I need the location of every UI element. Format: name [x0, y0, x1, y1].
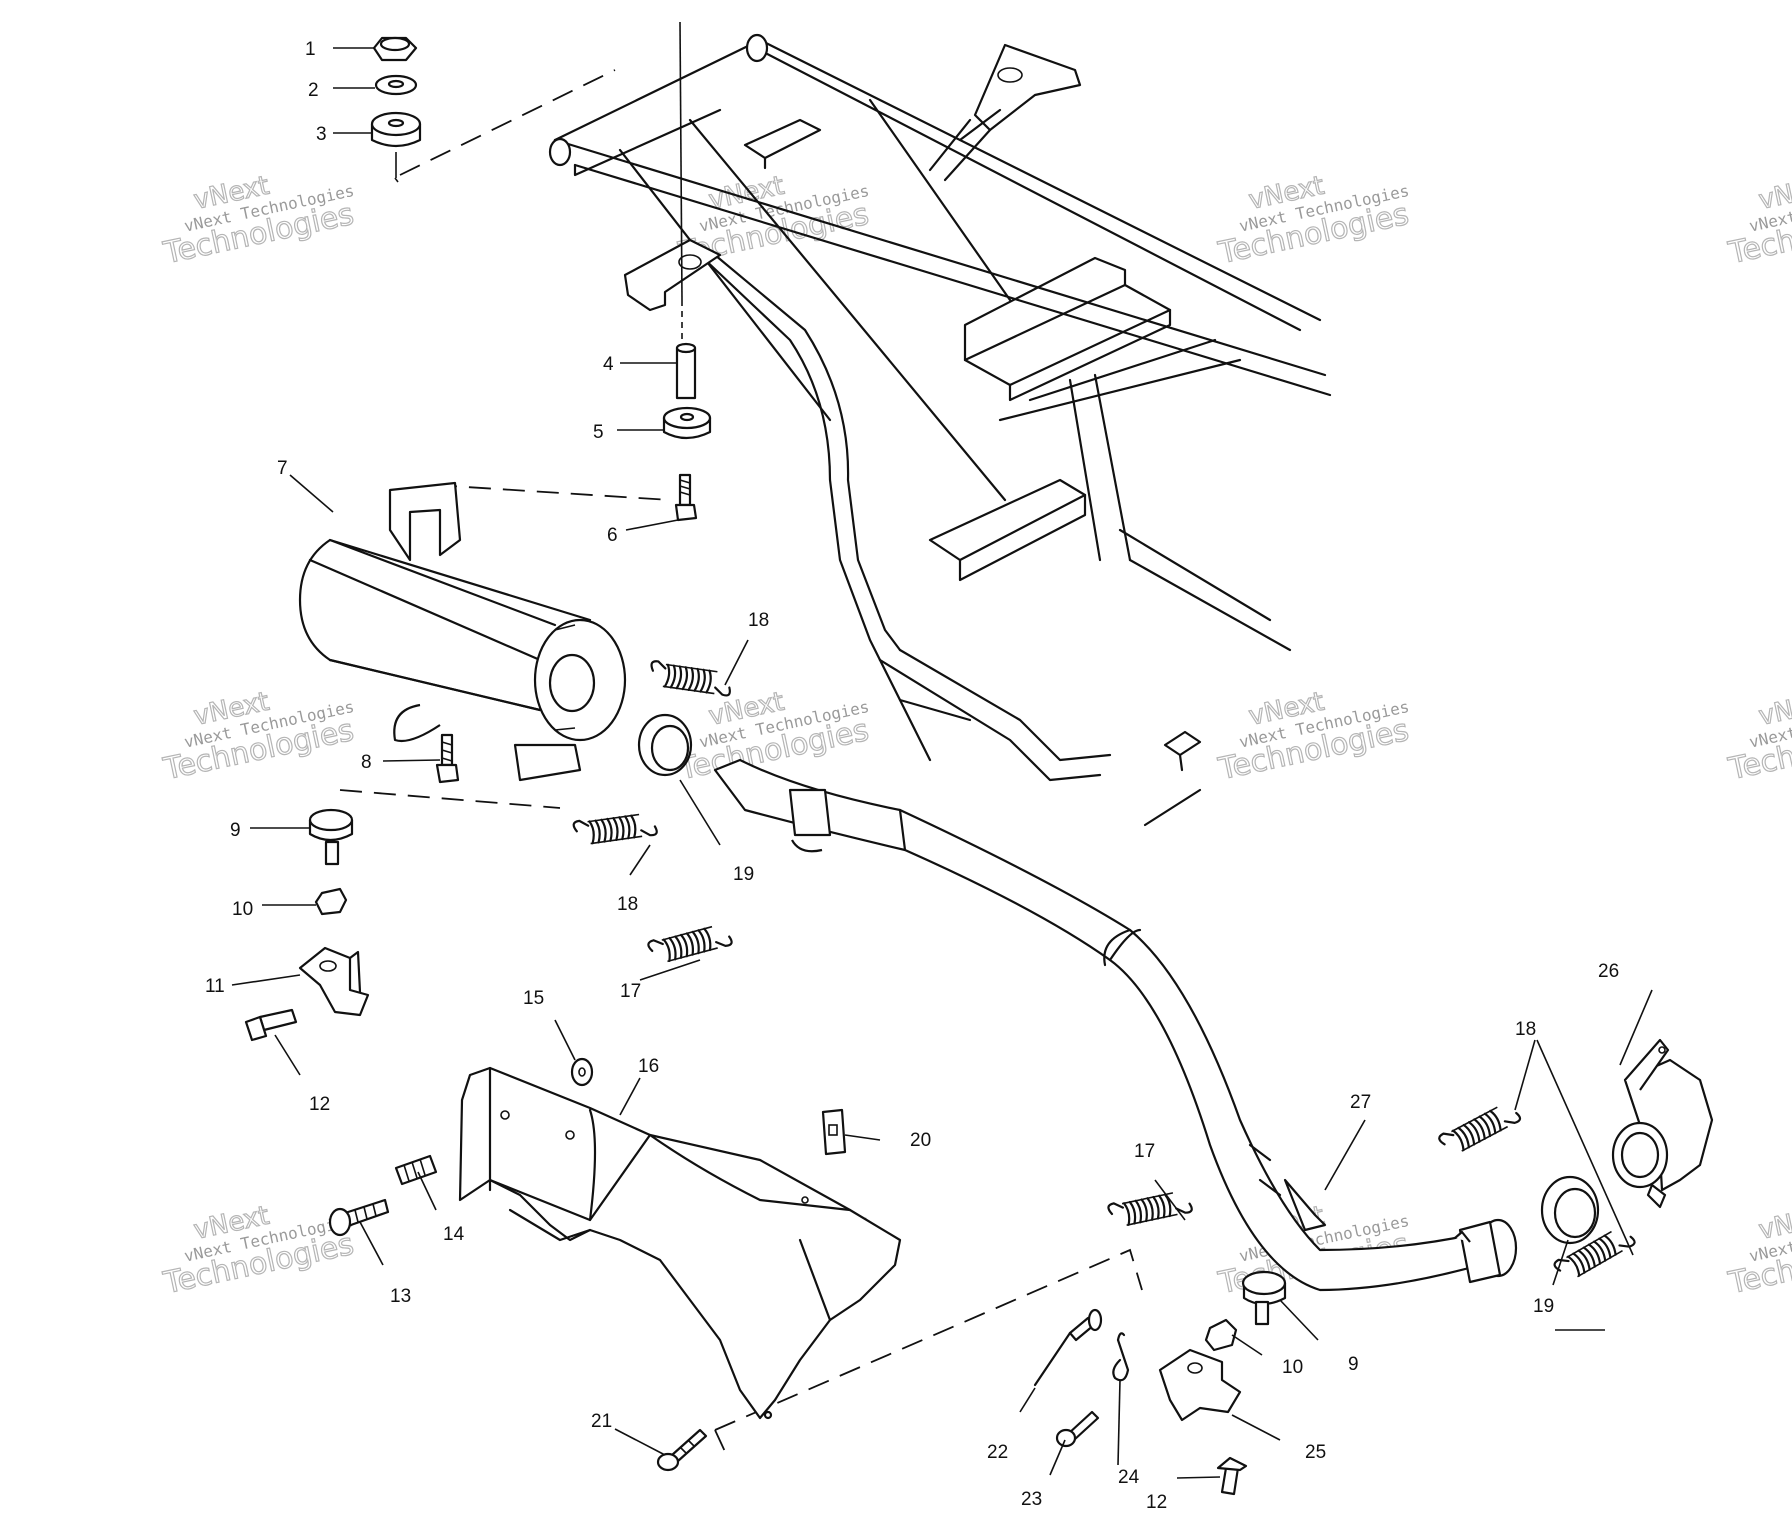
spring-coil	[647, 927, 733, 962]
callout-3: 3	[316, 124, 327, 145]
spring-body	[1121, 1192, 1178, 1226]
spring-18-mid	[572, 813, 658, 845]
spring-18-right	[1438, 1106, 1522, 1152]
spring-body	[1451, 1106, 1509, 1152]
spring-body	[1566, 1230, 1623, 1278]
spring-18-lower	[1553, 1230, 1636, 1278]
part-14-stud	[394, 1154, 438, 1186]
callout-19: 19	[733, 864, 754, 885]
part-7-muffler	[298, 481, 627, 782]
part-11-bracket	[298, 946, 370, 1017]
part-9-rubber-mount-lower	[1241, 1270, 1287, 1326]
spring-coil	[1107, 1193, 1193, 1226]
callout-21: 21	[591, 1411, 612, 1432]
callout-9b: 9	[1348, 1354, 1359, 1375]
spring-17-upper	[647, 925, 733, 963]
part-6-bolt	[674, 473, 698, 522]
spring-body	[662, 663, 718, 695]
part-9-rubber-mount	[308, 808, 354, 866]
spring-coil	[650, 660, 731, 697]
callout-5: 5	[593, 422, 604, 443]
callout-13: 13	[390, 1286, 411, 1307]
callout-18c: 18	[1515, 1019, 1536, 1040]
leader-lines	[231, 47, 1653, 1479]
vehicle-frame	[548, 33, 1332, 827]
part-13-screw	[328, 1198, 390, 1237]
part-27-header-pipe	[713, 758, 1518, 1292]
part-10-nut	[314, 887, 348, 916]
part-20-clip	[821, 1108, 847, 1156]
callout-27: 27	[1350, 1092, 1371, 1113]
part-19-gasket-lower	[1540, 1175, 1600, 1245]
callout-16: 16	[638, 1056, 659, 1077]
part-22-rivet	[1033, 1308, 1103, 1387]
part-25-bracket	[1158, 1348, 1242, 1422]
spring-17-lower	[1107, 1192, 1193, 1226]
callout-1: 1	[305, 39, 316, 60]
spring-coil	[1438, 1109, 1522, 1152]
part-8-bolt	[435, 733, 460, 784]
callout-11: 11	[205, 976, 225, 997]
springs-group	[572, 660, 1636, 1278]
part-16-heat-shield	[458, 1066, 902, 1420]
part-21-screw	[656, 1428, 708, 1472]
callout-labels: 1 2 3 4 5 6 7 8 9 10 11 12 13 14 15 16 1…	[205, 39, 1619, 1513]
callout-18b: 18	[617, 894, 638, 915]
callout-10b: 10	[1282, 1357, 1303, 1378]
part-10-nut-lower	[1204, 1318, 1238, 1352]
callout-12: 12	[309, 1094, 330, 1115]
spring-body	[661, 925, 718, 963]
part-15-washer	[570, 1057, 594, 1087]
part-26-exhaust-flange	[1611, 1038, 1714, 1209]
part-24-spring-clip	[1112, 1332, 1130, 1382]
callout-22: 22	[987, 1442, 1008, 1463]
callout-24: 24	[1118, 1467, 1140, 1488]
part-12-bolt-lower	[1216, 1456, 1248, 1496]
part-3-grommet	[370, 111, 422, 178]
part-5-grommet	[662, 406, 712, 440]
callout-14: 14	[443, 1224, 465, 1245]
callout-26: 26	[1598, 961, 1619, 982]
spring-coil	[1553, 1234, 1636, 1277]
callout-7: 7	[277, 458, 288, 479]
part-4-spacer	[675, 342, 697, 400]
callout-2: 2	[308, 80, 319, 101]
part-23-screw	[1055, 1410, 1100, 1448]
callout-17b: 17	[1134, 1141, 1155, 1162]
callout-6: 6	[607, 525, 618, 546]
part-2-washer	[374, 74, 418, 96]
spring-18-upper	[650, 660, 731, 697]
callout-15: 15	[523, 988, 544, 1009]
callout-8: 8	[361, 752, 372, 773]
callout-19b: 19	[1533, 1296, 1554, 1317]
part-12-bolt	[244, 1008, 298, 1042]
callout-25: 25	[1305, 1442, 1326, 1463]
assembly-guide-lines	[339, 21, 1143, 1459]
callout-20: 20	[910, 1130, 931, 1151]
callout-23: 23	[1021, 1489, 1042, 1510]
callout-10: 10	[232, 899, 253, 920]
part-19-gasket-upper	[637, 713, 693, 777]
callout-12b: 12	[1146, 1492, 1167, 1513]
callout-18: 18	[748, 610, 769, 631]
callout-4: 4	[603, 354, 614, 375]
spring-coil	[572, 814, 658, 845]
callout-9: 9	[230, 820, 241, 841]
spring-body	[587, 813, 643, 845]
part-1-nut	[372, 36, 418, 62]
callout-17: 17	[620, 981, 641, 1002]
